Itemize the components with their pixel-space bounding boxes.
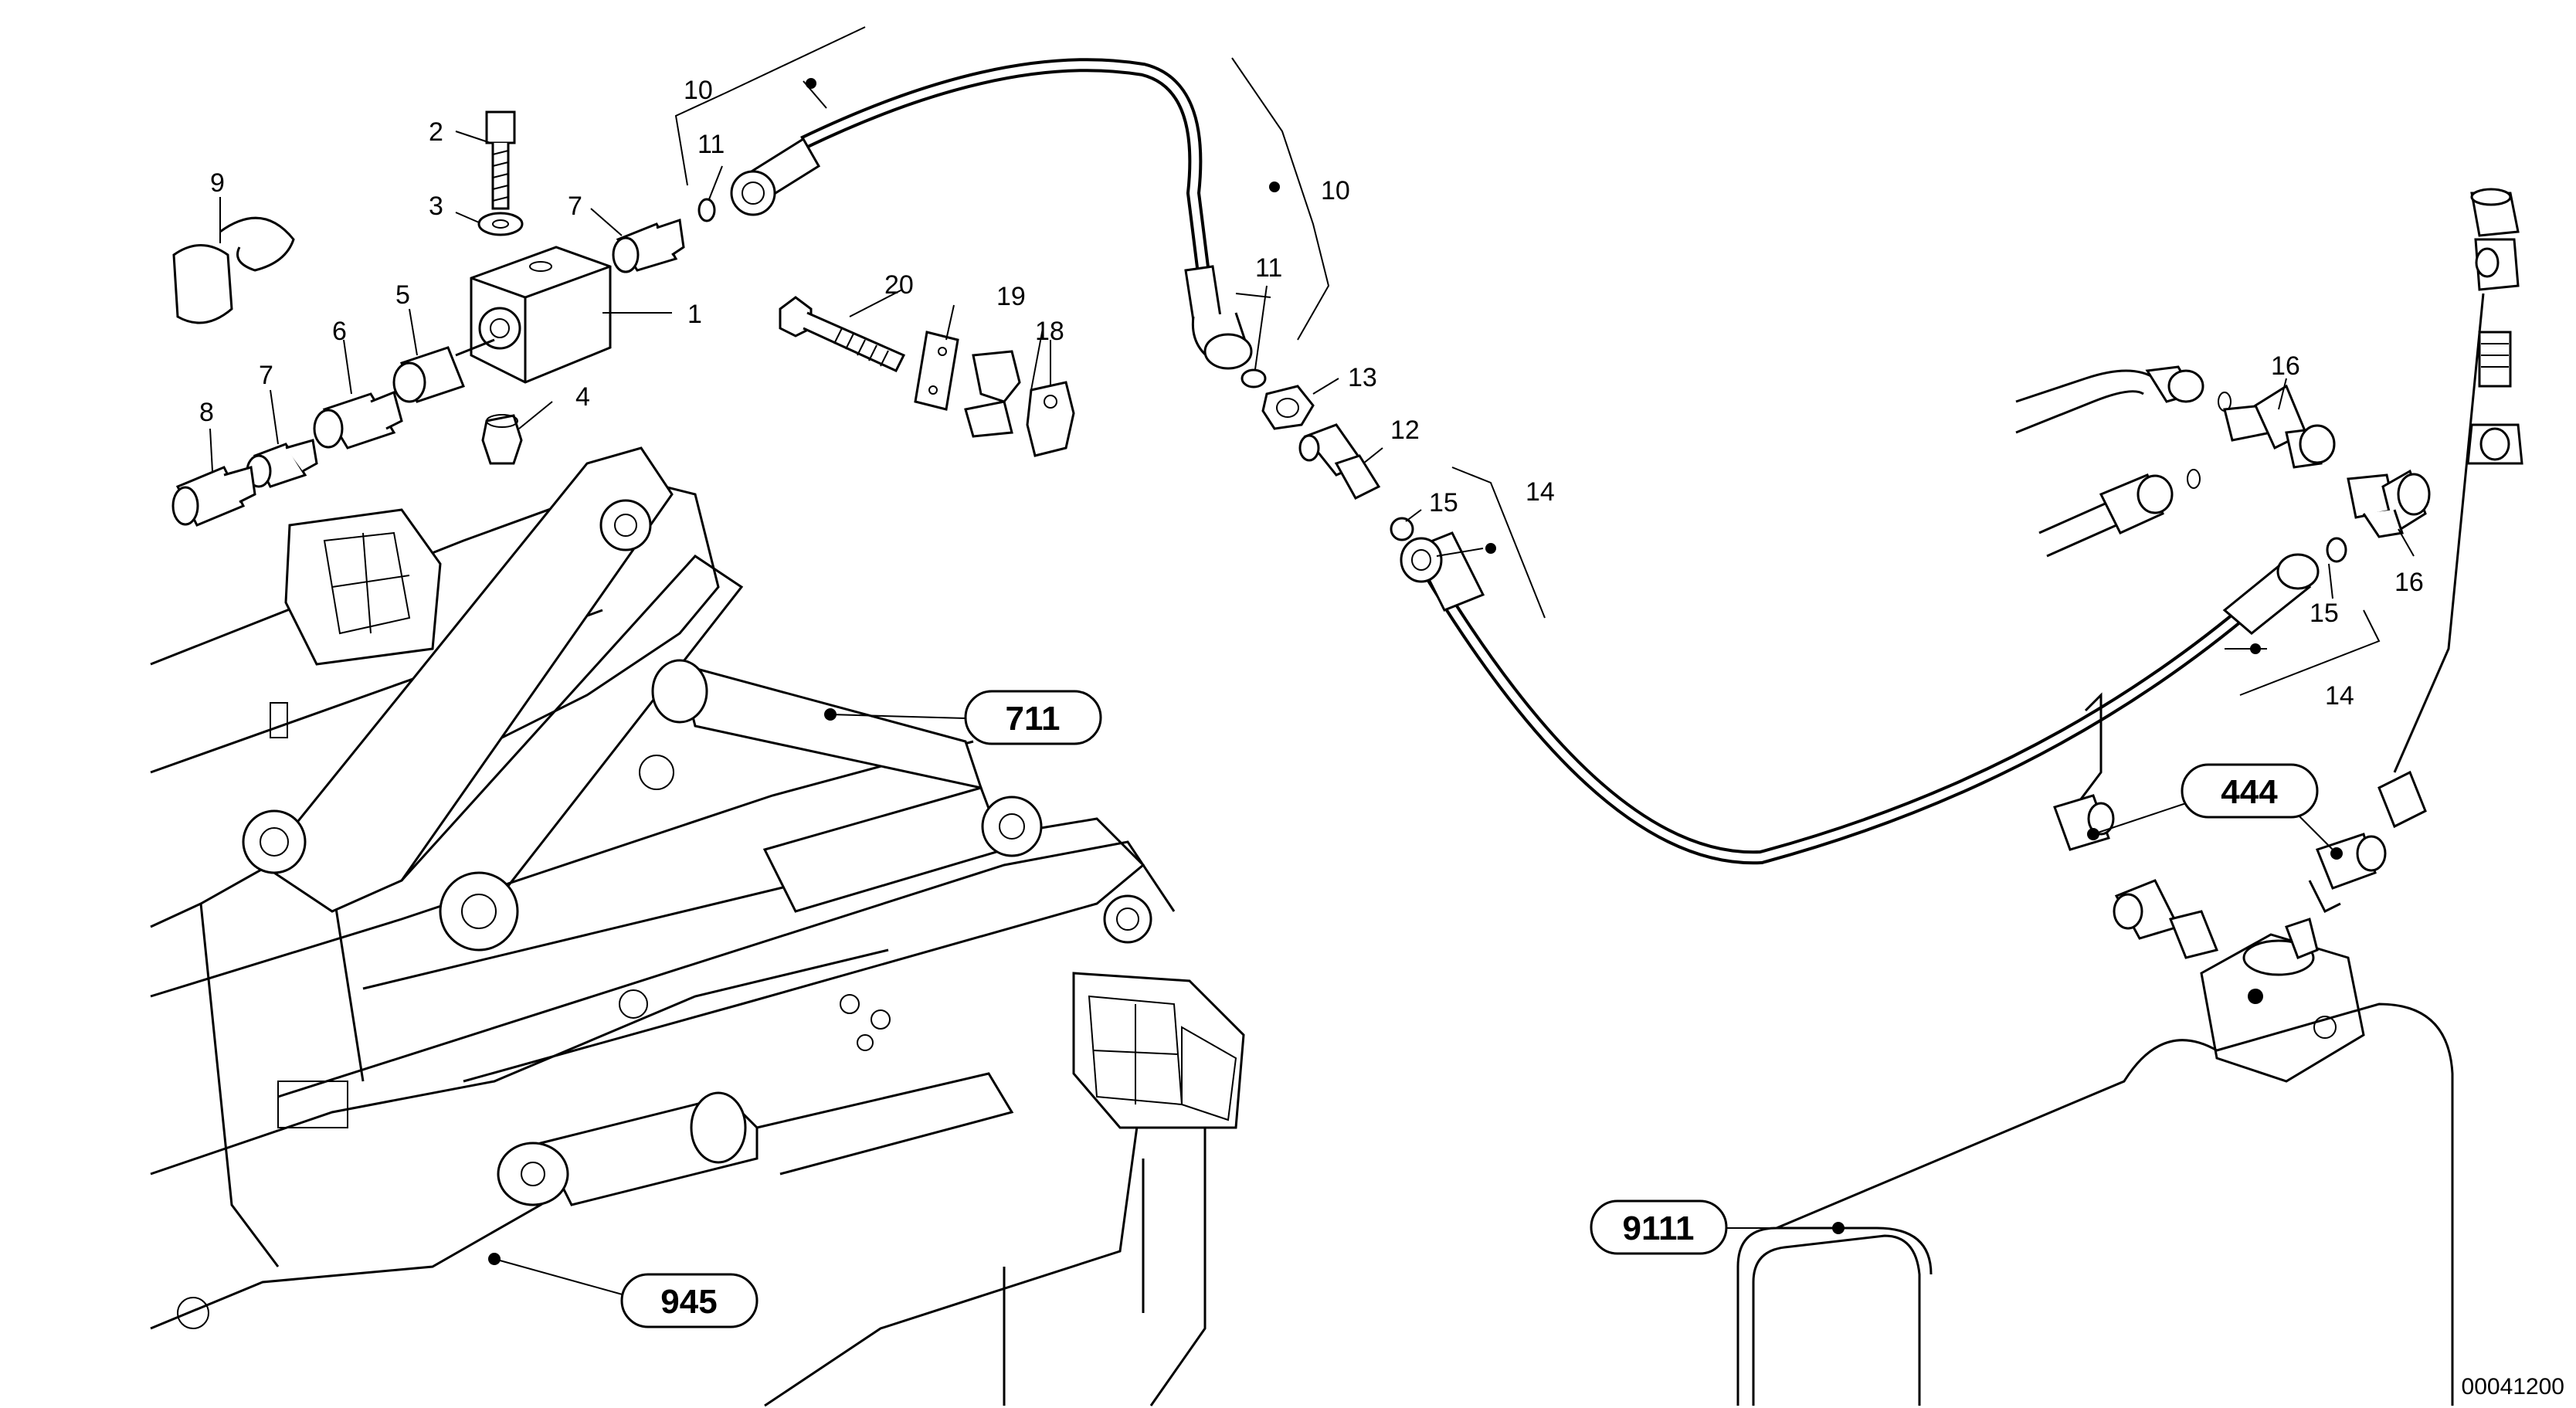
callout-8: 8	[199, 398, 214, 427]
union-fitting-lower-part	[246, 439, 318, 488]
union-fitting-upper-part	[612, 219, 685, 273]
leader-lines	[209, 26, 2415, 1298]
callout-18: 18	[1035, 317, 1064, 346]
callout-10-upper: 10	[684, 76, 713, 105]
callout-15-right: 15	[2310, 599, 2339, 628]
callout-11-middle: 11	[1255, 253, 1282, 283]
straight-adapter-part	[1298, 423, 1381, 500]
o-ring-15-left	[1390, 517, 1414, 541]
tee-fitting-upper-part	[2223, 384, 2336, 469]
reference-box-711: 711	[964, 690, 1102, 745]
callout-9: 9	[210, 168, 225, 198]
adapter-fitting-part	[392, 338, 495, 403]
callout-5: 5	[395, 280, 410, 310]
nut-middle-part	[1261, 385, 1315, 430]
reference-945-label: 945	[660, 1283, 717, 1321]
callout-13: 13	[1348, 363, 1377, 392]
callout-4: 4	[575, 382, 590, 412]
valve-block-group	[171, 110, 716, 527]
callout-20: 20	[884, 270, 914, 300]
reference-box-945: 945	[620, 1273, 759, 1328]
callout-11-upper: 11	[697, 130, 725, 159]
hose-assembly-long	[1390, 517, 2347, 865]
tank-fitting-unit	[2200, 918, 2365, 1083]
clamp-halves-part	[964, 350, 1075, 457]
fuel-tank-drawing	[1736, 1003, 2454, 1406]
drawing-number: 00041200	[2462, 1374, 2564, 1400]
callout-7-lower: 7	[259, 361, 273, 390]
reference-444-label: 444	[2221, 773, 2278, 811]
work-lamp-left	[284, 508, 442, 666]
reference-box-444: 444	[2181, 763, 2319, 819]
o-ring-15-right	[2326, 537, 2347, 563]
o-ring-middle-part	[1240, 368, 1267, 388]
callout-3: 3	[429, 192, 443, 221]
reference-9111-label: 9111	[1622, 1210, 1694, 1247]
o-ring-part	[697, 198, 716, 222]
callout-16-upper: 16	[2271, 351, 2300, 381]
callout-7-upper: 7	[568, 192, 582, 221]
part-callouts: 1 2 3 4 5 6 7 7 8 9 10 11 10 11 13 12 15…	[199, 76, 2424, 711]
reference-711-label: 711	[1006, 700, 1061, 738]
callout-19: 19	[996, 282, 1026, 311]
hex-nut-part	[481, 414, 523, 465]
tee-fitting-column-part	[2393, 188, 2523, 773]
loader-frame-drawing	[150, 446, 1245, 1407]
callout-12: 12	[1390, 416, 1420, 445]
valve-block-part	[470, 246, 612, 384]
callout-1: 1	[687, 300, 702, 329]
nipple-fitting-part	[171, 466, 256, 527]
work-lamp-right	[1072, 972, 1245, 1129]
reference-box-9111: 9111	[1590, 1199, 1728, 1255]
callout-15-left: 15	[1429, 488, 1458, 517]
adapter-group-middle	[1240, 368, 1381, 500]
tee-fitting-lower-part	[2347, 469, 2431, 538]
swivel-fitting-part	[313, 390, 403, 450]
bolt-part	[485, 110, 516, 210]
callout-2: 2	[429, 117, 443, 147]
washer-part	[477, 212, 524, 236]
callout-14-lower: 14	[2325, 681, 2354, 711]
callout-10-right: 10	[1321, 176, 1350, 205]
clamp-bolt-part	[779, 296, 906, 372]
callout-14-upper: 14	[1526, 477, 1555, 507]
protective-cap-part	[172, 216, 295, 324]
leader-dots	[488, 78, 2343, 1265]
callout-6: 6	[332, 317, 347, 346]
callout-16-lower: 16	[2394, 568, 2424, 597]
hose-assembly-upper	[730, 58, 1253, 370]
clamp-plate-part	[914, 331, 959, 411]
clamp-group	[779, 296, 1075, 457]
right-fittings-group	[1736, 188, 2523, 1406]
fitting-444-parts	[2053, 692, 2427, 959]
